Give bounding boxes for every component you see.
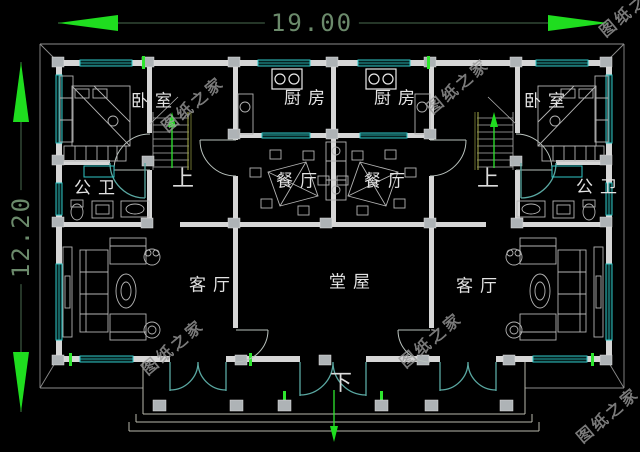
dimension-width-label: 19.00	[264, 11, 360, 35]
dim-arrow-left	[58, 15, 118, 31]
room-label-dining-right: 餐厅	[364, 171, 412, 191]
stairs-up-label-left: 上	[171, 166, 195, 191]
room-label-bath-left: 公卫	[74, 178, 122, 198]
bathroom-left-fixtures	[70, 165, 150, 221]
dim-arrow-right	[548, 15, 608, 31]
dimension-height-label: 12.20	[7, 189, 35, 285]
porch-door-left	[169, 361, 227, 391]
room-label-kitchen-left: 厨房	[284, 88, 332, 108]
axis-dashes	[69, 56, 594, 402]
room-label-kitchen-right: 厨房	[374, 88, 422, 108]
porch-door-right	[439, 361, 497, 391]
room-label-bedroom-left: 卧室	[131, 91, 179, 111]
sofa-set-left	[62, 237, 161, 341]
sofa-set-right	[505, 237, 604, 341]
eave-outline	[39, 43, 625, 389]
dining-set-left	[249, 149, 330, 216]
windows	[55, 59, 613, 363]
bed-right	[537, 75, 609, 162]
stairs-right	[474, 96, 517, 170]
bathroom-right-fixtures	[516, 165, 596, 221]
room-label-living-left: 客厅	[189, 275, 237, 295]
stairs-left	[149, 96, 192, 170]
interior-doors	[109, 133, 557, 363]
kitchen-right-fixtures	[365, 68, 431, 135]
room-label-bedroom-right: 卧室	[524, 91, 572, 111]
entrance-double-door	[299, 361, 367, 396]
dining-set-right	[336, 149, 417, 216]
stairs-up-label-right: 上	[476, 166, 500, 191]
room-label-bath-right: 公卫	[576, 177, 624, 197]
entrance-down-label: 下	[329, 370, 353, 395]
dim-arrow-down	[13, 352, 29, 412]
bed-left	[59, 75, 131, 162]
dim-arrow-up	[13, 62, 29, 122]
kitchen-left-fixtures	[237, 68, 303, 135]
room-label-dining-left: 餐厅	[276, 171, 324, 191]
room-label-living-right: 客厅	[456, 276, 504, 296]
room-label-hall: 堂屋	[329, 272, 377, 292]
porch-and-steps	[128, 362, 540, 442]
